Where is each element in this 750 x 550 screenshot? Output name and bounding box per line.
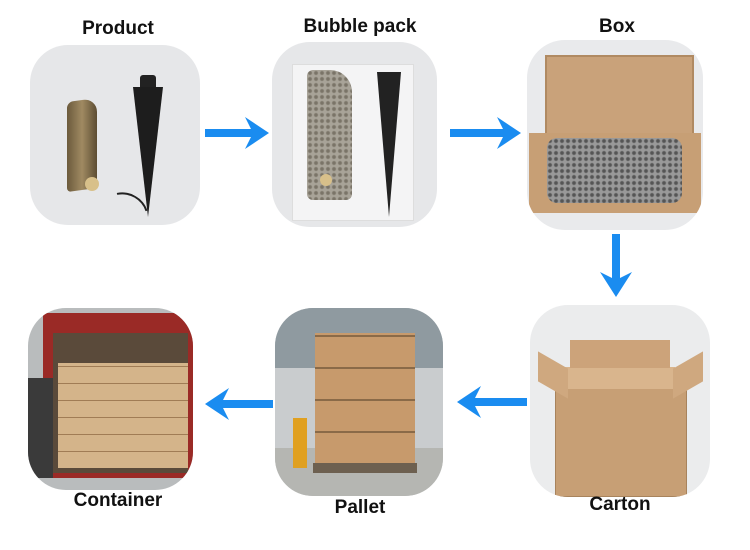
carton-flap-back [570, 340, 670, 368]
wrapped-items [547, 138, 682, 203]
bubble-pack-photo [272, 42, 437, 227]
brass-knob [320, 174, 332, 186]
step-label-product: Product [82, 18, 154, 39]
carton-photo [530, 305, 710, 497]
step-label-box: Box [599, 16, 635, 37]
pallet-photo [275, 308, 443, 496]
step-label-bubble-pack: Bubble pack [303, 16, 417, 37]
stacked-cartons [315, 333, 415, 463]
box-lid [545, 55, 694, 137]
arrow-down-icon [600, 234, 632, 297]
pallet-base [313, 463, 417, 473]
arrow-left-icon [205, 388, 273, 420]
inner-boxes [565, 367, 675, 389]
pallet-jack [293, 418, 307, 468]
arrow-left-icon [457, 386, 527, 418]
brass-knob [85, 177, 99, 191]
box-photo [527, 40, 703, 230]
container-photo [28, 308, 193, 490]
wrapped-stake [377, 72, 401, 217]
step-label-pallet: Pallet [334, 497, 386, 518]
step-label-carton: Carton [589, 494, 651, 515]
carton-flap-right [673, 351, 703, 399]
arrow-right-icon [450, 117, 521, 149]
step-label-container: Container [73, 490, 163, 511]
carton-body [555, 385, 687, 497]
arrow-right-icon [205, 117, 269, 149]
carton-flap-left [538, 351, 568, 399]
loaded-cartons [58, 363, 188, 468]
ground-stake [133, 87, 163, 217]
product-photo [30, 45, 200, 225]
forklift [28, 378, 53, 478]
